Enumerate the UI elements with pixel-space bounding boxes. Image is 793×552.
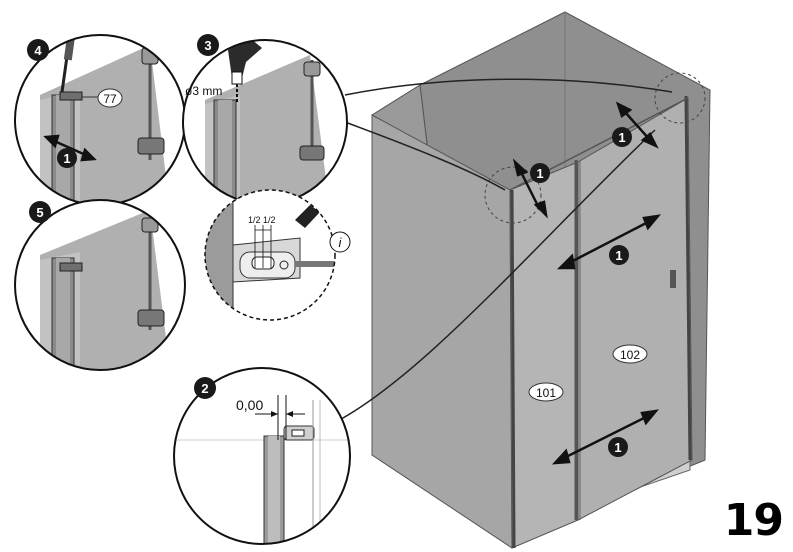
- shower-enclosure: [371, 11, 711, 549]
- part-callout-101: 101: [528, 382, 564, 402]
- half-right-label: 1/2: [263, 215, 276, 225]
- detail-circle-4: 1 77: [14, 34, 186, 206]
- step-badge-4-inner: 1: [57, 148, 77, 168]
- step-badge-main-d: 1: [608, 437, 628, 457]
- step-badge-main-a: 1: [530, 163, 550, 183]
- part-callout-102: 102: [612, 344, 648, 364]
- gap-dimension-label: 0,00: [236, 397, 263, 413]
- svg-text:1: 1: [615, 248, 622, 263]
- step-badge-5: 5: [29, 201, 51, 223]
- step-badge-4: 4: [27, 39, 49, 61]
- svg-text:77: 77: [103, 92, 117, 106]
- svg-text:3: 3: [204, 38, 211, 53]
- drill-size-label: ø3 mm: [185, 84, 222, 98]
- svg-text:1: 1: [536, 166, 543, 181]
- svg-text:4: 4: [34, 43, 42, 58]
- step-badge-main-c: 1: [609, 245, 629, 265]
- step-badge-main-b: 1: [612, 127, 632, 147]
- svg-text:102: 102: [620, 348, 640, 362]
- detail-circle-5: [14, 199, 186, 371]
- svg-text:1: 1: [618, 130, 625, 145]
- arrow-4: [43, 134, 97, 162]
- svg-text:2: 2: [201, 381, 208, 396]
- half-left-label: 1/2: [248, 215, 261, 225]
- step-badge-2: 2: [194, 377, 216, 399]
- step-badge-3: 3: [197, 34, 219, 56]
- page-number: 19: [723, 495, 784, 546]
- detail-circle-3: ø3 mm: [182, 39, 348, 205]
- svg-text:1: 1: [614, 440, 621, 455]
- svg-text:5: 5: [36, 205, 43, 220]
- svg-text:101: 101: [536, 386, 556, 400]
- part-callout-77: 77: [97, 88, 123, 108]
- svg-text:1: 1: [63, 151, 70, 166]
- info-icon: i: [329, 231, 351, 253]
- svg-text:i: i: [339, 235, 343, 250]
- leader-lines: [329, 78, 673, 426]
- movement-arrows: [512, 101, 662, 465]
- detail-circle-info: 1/2 1/2 i: [204, 189, 351, 321]
